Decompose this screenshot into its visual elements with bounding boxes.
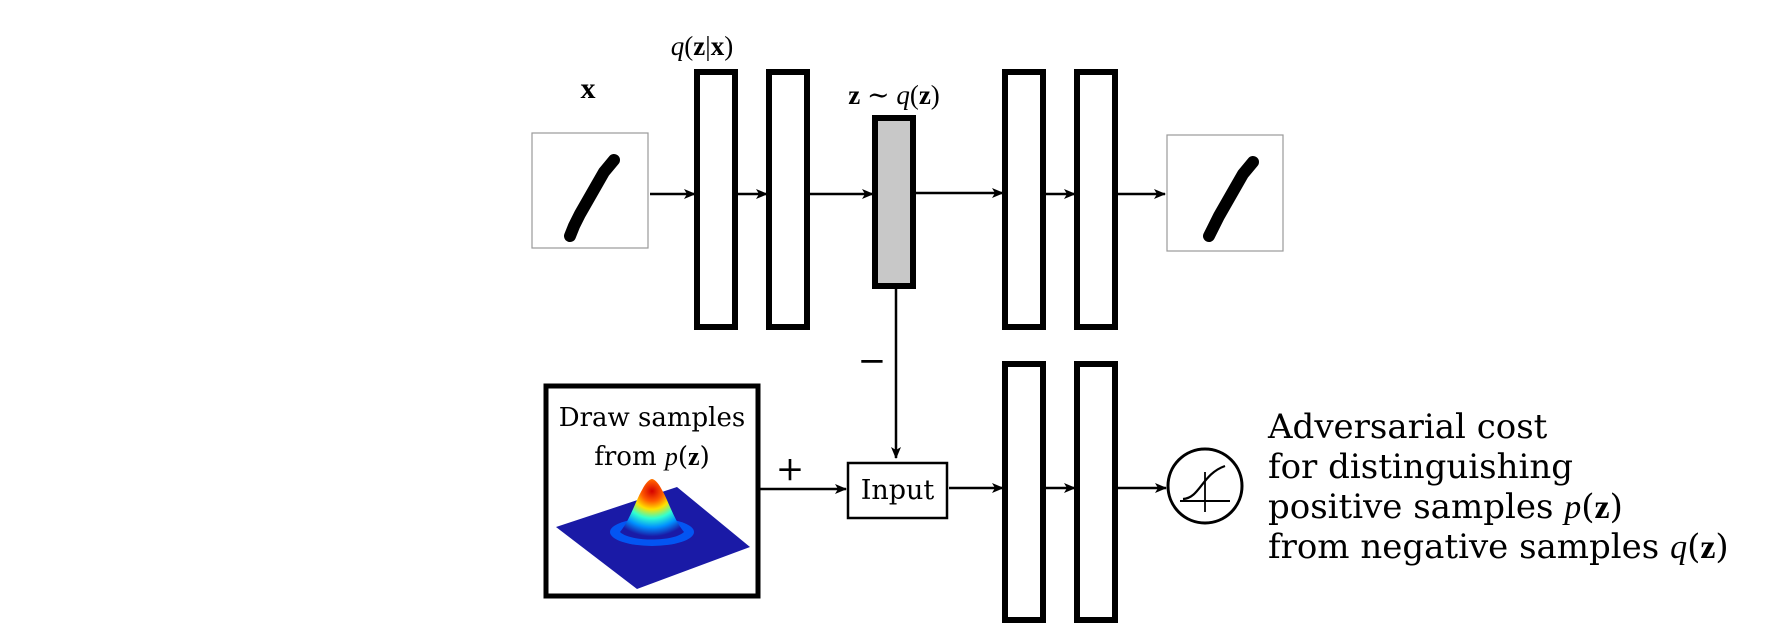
discriminator-layer-1: [1002, 361, 1046, 623]
decoder-layer-2: [1074, 69, 1118, 330]
prior-sample-box: Draw samples from p(z): [543, 383, 761, 599]
gaussian-prior-plot: [556, 479, 750, 589]
positive-sign: +: [776, 449, 805, 489]
reconstructed-digit-image: [1166, 134, 1284, 252]
adversarial-line-4: from negative samples q(z): [1268, 527, 1729, 567]
latent-label: z ∼ q(z): [848, 80, 940, 110]
sigmoid-icon: [1166, 447, 1244, 525]
adversarial-cost-text: Adversarial cost for distinguishing posi…: [1267, 407, 1729, 567]
discriminator-layer-2: [1074, 361, 1118, 623]
input-x-label: x: [581, 72, 596, 105]
prior-box-line-1: Draw samples: [559, 403, 745, 433]
adversarial-line-3: positive samples p(z): [1268, 487, 1623, 527]
decoder-layer-1: [1002, 69, 1046, 330]
negative-sign: −: [858, 341, 887, 381]
input-digit-image: [531, 132, 649, 249]
latent-code: [872, 115, 916, 289]
encoder-layer-2: [766, 69, 810, 330]
adversarial-line-1: Adversarial cost: [1267, 407, 1548, 447]
encoder-label: q(z|x): [671, 31, 733, 61]
prior-box-line-2: from p(z): [594, 442, 709, 472]
input-box-label: Input: [861, 475, 935, 506]
adversarial-line-2: for distinguishing: [1268, 447, 1573, 487]
discriminator-input-box: Input: [846, 461, 949, 520]
encoder-layer-1: [694, 69, 738, 330]
